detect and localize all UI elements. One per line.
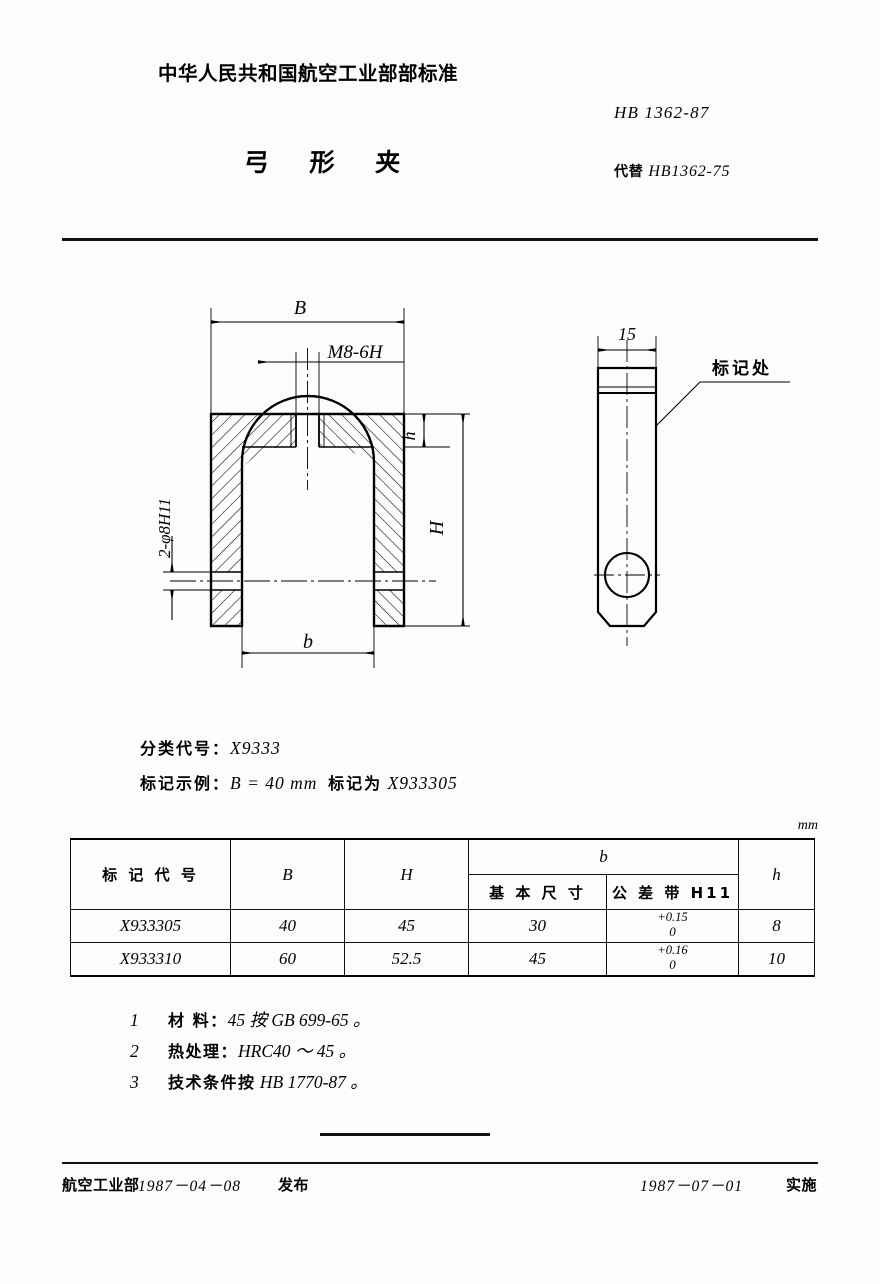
cell-b-tolerance: +0.16 0 [606,942,739,977]
cell-mark-code: X933305 [70,909,231,943]
dim-label-B: B [294,297,306,319]
drawing-svg: B M8-6H H h b 2-φ8H11 15 标记处 [155,297,790,668]
page-footer: 航空工业部 1987－04－08 发布 1987－07－01 实施 [62,1168,818,1202]
cell-B: 60 [230,942,345,977]
ministry-heading: 中华人民共和国航空工业部部标准 [158,62,459,85]
note-label: 技术条件按 [168,1073,256,1092]
dim-label-b: b [303,631,313,653]
header-divider [62,238,818,241]
cell-b-basic: 30 [468,909,607,943]
tolerance-upper: +0.15 [657,910,688,925]
th-h: h [738,838,815,910]
marking-as-label: 标记为 [328,774,383,793]
footer-divider [62,1162,818,1164]
dimension-table: 标 记 代 号 B H b h 基 本 尺 寸 公 差 带 H11 X93330… [70,838,815,977]
mark-callout-label: 标记处 [712,358,772,379]
tolerance-stack: +0.16 0 [657,944,687,971]
tolerance-lower: 0 [669,956,676,972]
note-value: HB 1770-87 。 [259,1072,368,1092]
dim-label-H: H [426,519,448,536]
note-item: 1 材 料：45 按 GB 699-65 。 [130,1005,370,1036]
table-row: X933305 40 45 30 +0.15 0 8 [70,909,815,943]
th-b-tolerance: 公 差 带 H11 [611,883,734,902]
footer-issue-date: 1987－04－08 [138,1178,242,1195]
footer-effective-label: 实施 [786,1176,818,1194]
tolerance-upper: +0.16 [657,943,688,958]
tolerance-stack: +0.15 0 [657,911,687,938]
classification-value: X9333 [230,738,281,758]
dim-label-15: 15 [618,324,636,344]
cell-h: 10 [738,942,815,977]
footer-publish-label: 发布 [278,1176,310,1194]
marking-example-line: 标记示例：B = 40 mm 标记为 X933305 [140,770,458,794]
note-index: 2 [130,1041,139,1061]
hole-note-label: 2-φ8H11 [155,498,174,558]
dim-label-h: h [399,432,419,441]
note-item: 3 技术条件按 HB 1770-87 。 [130,1067,370,1098]
note-value: HRC40 ～ 45 。 [238,1041,357,1061]
footer-effective-date: 1987－07－01 [640,1178,744,1195]
table-header-row-2: 基 本 尺 寸 公 差 带 H11 [71,874,815,910]
cell-H: 45 [344,909,469,943]
cell-B: 40 [230,909,345,943]
table-unit-label: mm [797,818,818,833]
notes-divider [320,1133,490,1136]
th-b-basic: 基 本 尺 寸 [489,883,586,902]
tolerance-lower: 0 [669,923,676,939]
note-label: 材 料： [168,1011,228,1030]
classification-line: 分类代号：X9333 [140,735,281,759]
thread-note-label: M8-6H [327,342,384,363]
cell-H: 52.5 [344,942,469,977]
standard-number: HB 1362-87 [614,103,710,122]
th-H: H [344,838,469,910]
replaces-note: 代替 HB1362-75 [614,161,730,181]
classification-label: 分类代号： [140,739,231,758]
note-index: 3 [130,1072,139,1092]
replaces-label: 代替 [614,164,644,180]
footer-issuer: 航空工业部 [62,1176,140,1194]
note-label: 热处理： [168,1042,239,1061]
th-B: B [230,838,345,910]
page-title: 弓 形 夹 [242,148,418,177]
table-row: X933310 60 52.5 45 +0.16 0 10 [70,942,815,977]
th-b: b [468,838,739,875]
note-value: 45 按 GB 699-65 。 [227,1010,371,1030]
table-header-row-1: 标 记 代 号 B H b h [70,838,815,910]
th-mark-code: 标 记 代 号 [102,866,199,884]
replaces-value: HB1362-75 [648,163,731,180]
cell-b-tolerance: +0.15 0 [606,909,739,943]
cell-mark-code: X933310 [70,942,231,977]
note-item: 2 热处理：HRC40 ～ 45 。 [130,1036,370,1067]
technical-drawing: B M8-6H H h b 2-φ8H11 15 标记处 [0,290,880,690]
note-index: 1 [130,1010,139,1030]
cell-b-basic: 45 [468,942,607,977]
cell-h: 8 [738,909,815,943]
marking-example-label: 标记示例： [140,774,231,793]
marking-as-value: X933305 [387,773,458,793]
marking-example-value: B = 40 mm [230,773,318,793]
